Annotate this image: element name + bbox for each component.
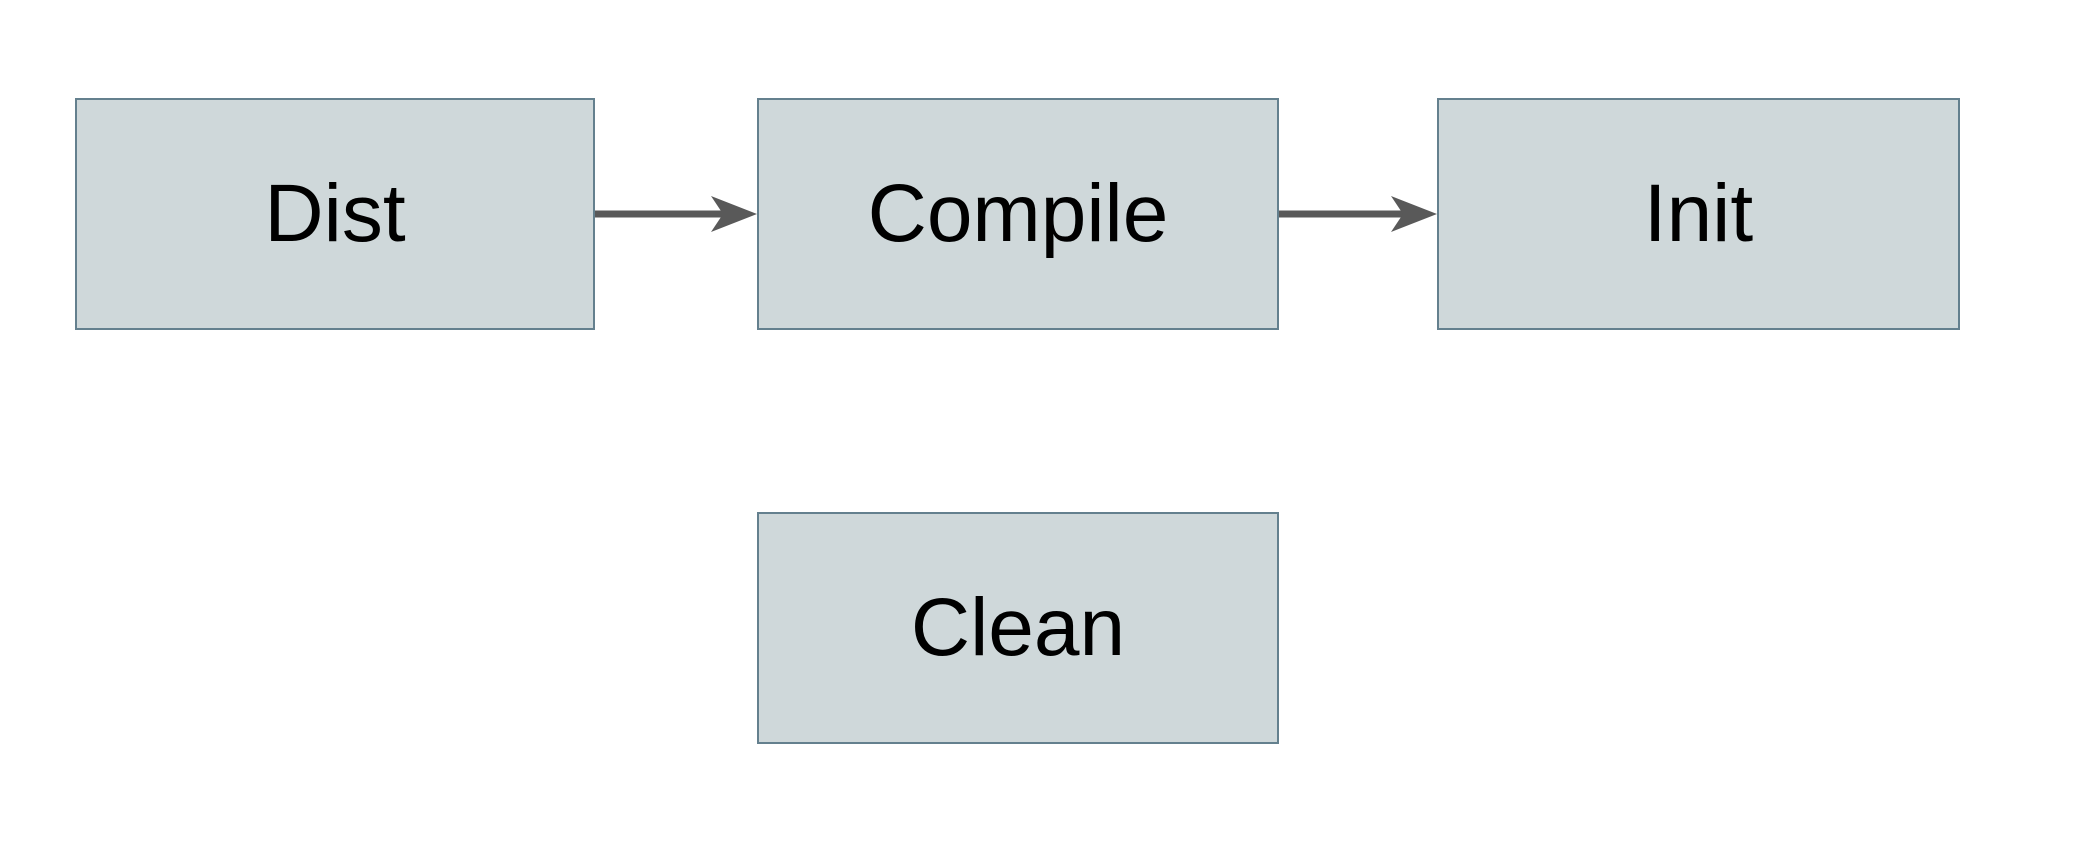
node-init-label: Init [1643,168,1754,259]
node-compile[interactable]: Compile [757,98,1279,330]
node-clean[interactable]: Clean [757,512,1279,744]
node-compile-label: Compile [867,168,1169,259]
arrow-compile-to-init[interactable] [1279,196,1437,232]
node-clean-label: Clean [910,582,1126,673]
node-dist[interactable]: Dist [75,98,595,330]
arrow-dist-to-compile[interactable] [595,196,757,232]
node-dist-label: Dist [264,168,406,259]
node-init[interactable]: Init [1437,98,1960,330]
